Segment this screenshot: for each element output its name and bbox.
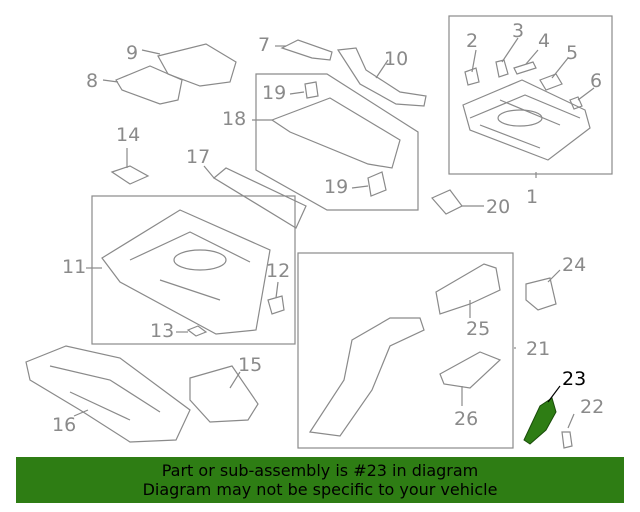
callout-21: 21 <box>526 338 551 360</box>
callout-23: 23 <box>562 368 587 390</box>
callout-19-lower: 19 <box>324 176 349 198</box>
callout-25: 25 <box>466 318 491 340</box>
banner-line-1: Part or sub-assembly is #23 in diagram <box>161 461 479 480</box>
part-19-upper <box>304 81 319 99</box>
part-21-rail <box>308 317 425 437</box>
callout-24: 24 <box>562 254 587 276</box>
part-15 <box>189 365 259 423</box>
callout-22: 22 <box>580 396 605 418</box>
part-8 <box>115 65 183 105</box>
leader-lines <box>73 37 595 429</box>
part-3 <box>495 59 509 78</box>
part-25 <box>435 263 501 315</box>
part-24 <box>525 277 557 311</box>
part-26 <box>439 351 502 389</box>
callout-15: 15 <box>238 354 263 376</box>
callout-18: 18 <box>222 108 247 130</box>
part-22 <box>561 431 573 449</box>
part-4 <box>513 61 537 75</box>
banner-line-2: Diagram may not be specific to your vehi… <box>142 480 498 499</box>
part-19-lower <box>367 171 387 197</box>
callout-11: 11 <box>62 256 87 278</box>
group-box-11 <box>91 195 296 345</box>
callout-2: 2 <box>466 30 479 52</box>
group-box-1 <box>448 15 613 175</box>
callout-14: 14 <box>116 124 141 146</box>
part-12 <box>267 295 285 315</box>
callout-3: 3 <box>512 20 525 42</box>
info-banner: Part or sub-assembly is #23 in diagram D… <box>16 457 624 503</box>
part-11-rear-floor <box>101 209 271 335</box>
part-23-highlighted <box>523 385 561 445</box>
group-box-21 <box>297 252 514 449</box>
callout-8: 8 <box>86 70 99 92</box>
part-1-floor-pan <box>462 79 591 161</box>
callout-20: 20 <box>486 196 511 218</box>
callout-1: 1 <box>526 186 539 208</box>
callout-5: 5 <box>566 42 579 64</box>
part-18 <box>270 97 401 169</box>
group-box-18 <box>255 73 419 211</box>
callout-17: 17 <box>186 146 211 168</box>
callout-9: 9 <box>126 42 139 64</box>
part-13 <box>186 325 208 337</box>
callout-13: 13 <box>150 320 175 342</box>
callout-10: 10 <box>384 48 409 70</box>
callout-16: 16 <box>52 414 77 436</box>
part-17 <box>212 167 307 229</box>
part-6 <box>569 96 583 110</box>
callout-12: 12 <box>266 260 291 282</box>
part-14 <box>110 165 150 185</box>
part-10 <box>336 47 427 107</box>
part-9 <box>157 43 237 87</box>
callout-19-upper: 19 <box>262 82 287 104</box>
callout-4: 4 <box>538 30 551 52</box>
callout-6: 6 <box>590 70 603 92</box>
part-16-floor-section <box>25 345 191 443</box>
part-7 <box>280 39 333 61</box>
part-5 <box>539 73 563 91</box>
callout-7: 7 <box>258 34 271 56</box>
callout-26: 26 <box>454 408 479 430</box>
part-20 <box>431 189 463 215</box>
